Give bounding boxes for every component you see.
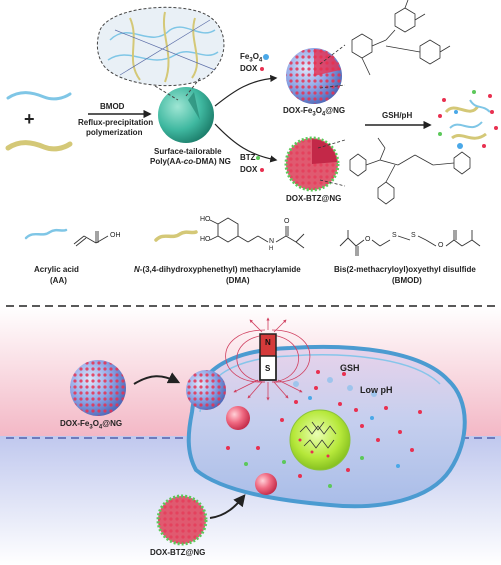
uptake-arrow-fe [133,372,181,385]
dma-legend-line-icon [154,230,198,242]
internalized-np-2 [255,473,277,495]
dox-fe3o4-ng-sphere [286,48,342,104]
dox-fe3o4-ng-left [70,360,126,416]
aa-abbr: (AA) [50,276,67,285]
bmod-abbr: (BMOD) [392,276,422,285]
dma-name: N-(3,4-dihydroxyphenethyl) methacrylamid… [134,265,301,274]
network-zoom-blob [96,6,225,101]
dma-o-atom: O [284,218,290,225]
trigger-label: GSH/pH [382,111,413,120]
internalized-np-1 [226,406,250,430]
dma-n-atom: N [269,238,275,245]
bmod-name: Bis(2-methacryloyl)oxyethyl disulfide [334,265,476,274]
dox-fe3o4-ng-entering [186,370,226,410]
cell-nucleus [289,409,351,471]
btz-dot-icon [256,156,260,160]
process-label-line2: polymerization [86,128,143,137]
bmod-structure [339,230,481,256]
dox-btz-ng-sphere [284,136,340,192]
lower-reagent-dox: DOX [240,165,258,174]
fe-catechol-complex-structure [319,0,451,89]
dma-abbr: (DMA) [226,276,250,285]
acrylic-acid-structure [73,231,109,247]
magnet-s-label: S [265,364,271,373]
degraded-fragments [438,90,498,149]
lower-reagent-btz: BTZ [240,153,256,162]
dma-h-atom: H [269,246,274,252]
ng-sphere [158,87,214,143]
released-drug-dots [226,370,422,488]
aa-name: Acrylic acid [34,265,79,274]
uptake-arrow-btz [209,494,246,519]
magnetic-field-lines [225,317,311,401]
fe3o4-dot-icon [263,54,269,60]
magnet-n-label: N [265,338,271,347]
dma-monomer-wave-icon [5,140,73,152]
ng-label-line1: Surface-tailorable [154,147,222,156]
product-btz-label: DOX-BTZ@NG [286,194,342,203]
bmod-o-atom-1: O [365,236,371,243]
magnet-icon [259,333,277,381]
gsh-label: GSH [340,363,360,373]
dox-dot-icon-2 [260,168,264,172]
dox-dot-icon [260,67,264,71]
upper-reagent-dox: DOX [240,64,258,73]
aa-legend-line-icon [24,228,68,240]
dma-ho-atom-2: HO [200,236,211,243]
dma-structure [209,217,305,249]
bmod-label: BMOD [100,102,125,111]
plus-sign: + [24,109,35,129]
process-label-line1: Reflux-precipitation [78,118,154,127]
left-np-label: DOX-Fe3O4@NG [60,419,123,431]
bmod-s-atom-1: S [392,232,397,239]
dma-ho-atom: HO [200,216,211,223]
low-ph-label: Low pH [360,385,393,395]
btz-boronate-structure [317,137,471,205]
branch-arrow-down [214,123,278,163]
ng-label-line2: Poly(AA-co-DMA) NG [150,157,231,166]
dox-btz-ng-bottom [156,494,208,546]
product-fe-label: DOX-Fe3O4@NG [283,106,346,118]
aa-oh-atom: OH [110,232,121,239]
aa-monomer-wave-icon [6,91,72,101]
upper-reagent-fe3o4: Fe3O4 [240,52,263,64]
bmod-s-atom-2: S [411,232,416,239]
bottom-np-label: DOX-BTZ@NG [150,548,206,557]
bmod-o-atom-2: O [438,242,444,249]
branch-arrow-up [214,74,278,107]
